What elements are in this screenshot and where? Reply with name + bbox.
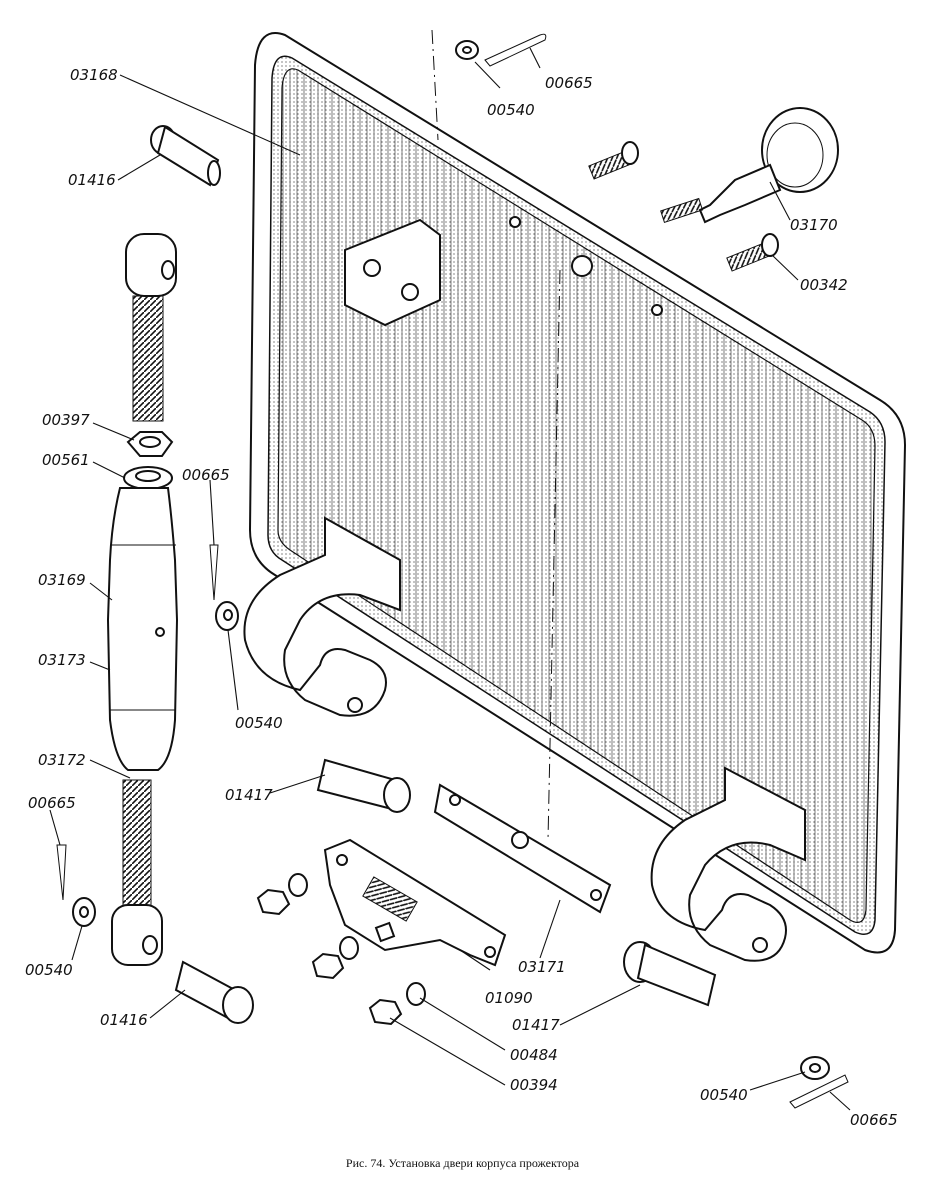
hinge-right bbox=[650, 766, 806, 962]
washer-00561 bbox=[123, 466, 173, 490]
label-00342: 00342 bbox=[800, 276, 848, 294]
screw-top bbox=[588, 141, 639, 180]
label-03169: 03169 bbox=[38, 571, 86, 589]
label-00397: 00397 bbox=[42, 411, 90, 429]
part-labels: 03168 00540 00665 01416 03170 00342 0039… bbox=[25, 66, 898, 1129]
cotter-00665-left bbox=[209, 544, 219, 601]
nut-washer-3 bbox=[368, 982, 426, 1026]
label-03168: 03168 bbox=[70, 66, 118, 84]
label-00665-right: 00665 bbox=[850, 1111, 898, 1129]
washer-00540-left bbox=[215, 601, 239, 631]
nut-washer-1 bbox=[256, 873, 308, 916]
bracket-01090 bbox=[323, 838, 507, 967]
label-01090: 01090 bbox=[485, 989, 533, 1007]
eye-bolt-lower bbox=[111, 779, 163, 966]
label-00665-low: 00665 bbox=[28, 794, 76, 812]
label-00394: 00394 bbox=[510, 1076, 558, 1094]
label-00484: 00484 bbox=[510, 1046, 558, 1064]
label-00665-top: 00665 bbox=[545, 74, 593, 92]
nut-00397 bbox=[126, 431, 174, 457]
label-00540-right: 00540 bbox=[700, 1086, 748, 1104]
label-01416-low: 01416 bbox=[100, 1011, 148, 1029]
cotter-00665-right bbox=[789, 1074, 849, 1109]
label-00540-low: 00540 bbox=[25, 961, 73, 979]
eye-bolt-upper bbox=[125, 233, 177, 422]
hinge-left bbox=[243, 516, 401, 717]
pin-01417-left bbox=[316, 758, 411, 813]
turnbuckle-body bbox=[106, 487, 179, 771]
washer-cotter-top bbox=[455, 33, 547, 67]
screw-00342 bbox=[726, 233, 779, 272]
label-03170: 03170 bbox=[790, 216, 838, 234]
latch-plate-03171 bbox=[433, 783, 612, 914]
label-01417-right: 01417 bbox=[512, 1016, 560, 1034]
pin-01416-lower bbox=[174, 960, 254, 1024]
washer-00540-low bbox=[72, 897, 96, 927]
label-00665-mid: 00665 bbox=[182, 466, 230, 484]
label-00540-top: 00540 bbox=[487, 101, 535, 119]
pin-01417-right bbox=[623, 941, 717, 1007]
upper-bracket bbox=[344, 218, 441, 327]
label-00561: 00561 bbox=[42, 451, 90, 469]
label-01417-left: 01417 bbox=[225, 786, 273, 804]
label-03171: 03171 bbox=[518, 958, 566, 976]
label-00540-mid: 00540 bbox=[235, 714, 283, 732]
label-03173: 03173 bbox=[38, 651, 86, 669]
nut-washer-2 bbox=[311, 936, 359, 980]
knob-03170 bbox=[660, 107, 839, 224]
figure-caption: Рис. 74. Установка двери корпуса прожект… bbox=[345, 1156, 580, 1170]
washer-00540-right bbox=[800, 1056, 830, 1080]
label-01416-top: 01416 bbox=[68, 171, 116, 189]
label-03172: 03172 bbox=[38, 751, 86, 769]
cotter-00665-low bbox=[56, 844, 67, 901]
pin-01416-top bbox=[150, 125, 221, 187]
leader-lines bbox=[49, 47, 851, 1111]
